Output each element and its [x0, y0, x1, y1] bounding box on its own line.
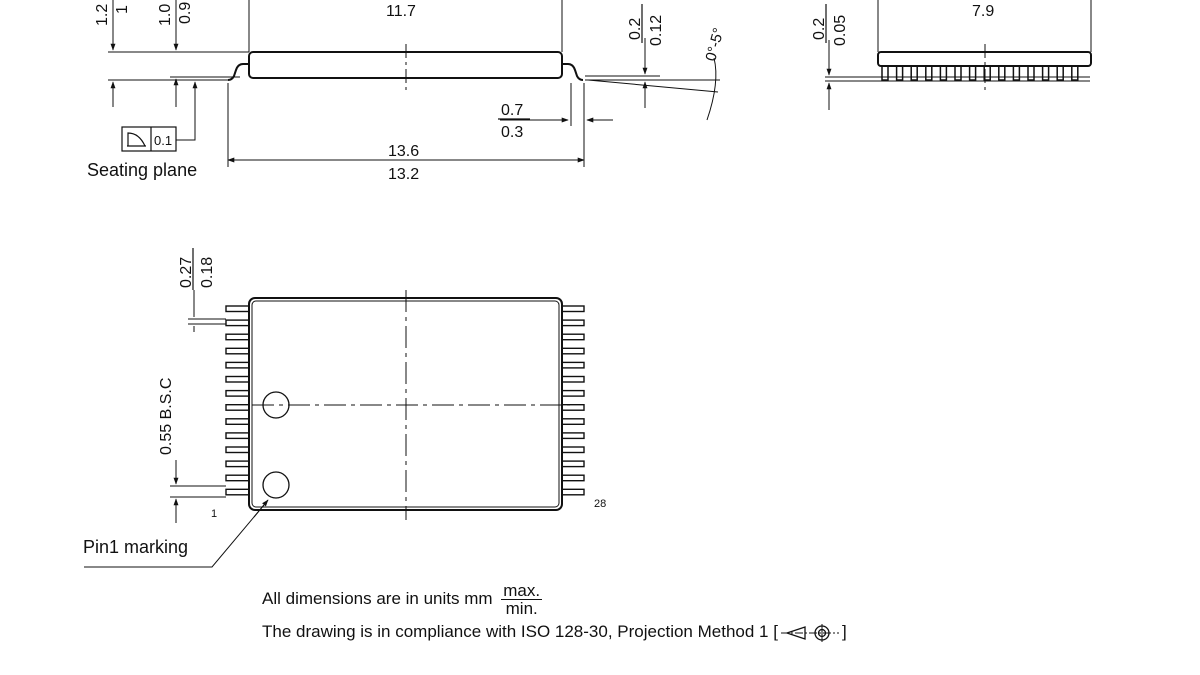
dim-lead-width-min: 0.18 — [199, 257, 216, 288]
standard-note-text: The drawing is in compliance with ISO 12… — [262, 622, 778, 641]
lead-right — [560, 418, 585, 425]
pin-number-first: 1 — [211, 508, 217, 520]
end-view-leads — [881, 66, 1079, 81]
lead-right — [560, 347, 585, 355]
dim-arc-lead-angle — [706, 57, 717, 121]
lead-right — [560, 446, 585, 454]
top-view-leads-left — [225, 305, 251, 496]
top-view — [84, 290, 585, 568]
units-fraction: max. min. — [501, 581, 543, 618]
end-view — [825, 0, 1092, 110]
side-view-lead-left — [227, 63, 249, 81]
standard-note-end: ] — [841, 622, 847, 641]
lead-left — [225, 389, 251, 397]
end-lead — [910, 66, 918, 81]
lead-right — [560, 404, 585, 411]
dim-height-overall-max: 1.2 — [94, 4, 111, 26]
side-view-labels: 1.2 1 1.0 0.9 11.7 0.2 0.12 0°-5° 0.7 0.… — [87, 2, 728, 183]
dim-standoff-max: 0.2 — [627, 18, 644, 40]
end-lead — [983, 66, 991, 81]
end-view-labels: 7.9 0.2 0.05 — [811, 3, 994, 46]
dim-height-body-max: 1.0 — [157, 4, 174, 26]
lead-left — [225, 333, 251, 341]
end-lead — [1071, 66, 1079, 81]
lead-right — [560, 375, 585, 383]
lead-left — [225, 488, 251, 496]
end-lead — [939, 66, 948, 81]
lead-right — [560, 488, 585, 496]
lead-left — [225, 446, 251, 454]
lead-right — [560, 333, 585, 341]
lead-right — [560, 389, 585, 397]
lead-left — [225, 375, 251, 383]
dim-overall-length-min: 13.2 — [388, 166, 419, 183]
end-lead — [968, 66, 977, 81]
dim-height-overall-min: 1 — [114, 5, 131, 14]
end-lead — [895, 66, 904, 81]
end-lead — [1041, 66, 1050, 81]
dim-overall-length-max: 13.6 — [388, 143, 419, 160]
flatness-symbol-icon — [127, 132, 146, 147]
dim-pitch: 0.55 B.S.C — [158, 378, 175, 455]
lead-left — [225, 460, 251, 468]
lead-right — [560, 460, 585, 468]
lead-right — [560, 319, 585, 327]
lead-left — [225, 418, 251, 425]
standard-note: The drawing is in compliance with ISO 12… — [262, 622, 847, 643]
side-view — [108, 0, 720, 167]
dim-body-width: 7.9 — [972, 3, 994, 20]
end-lead — [925, 66, 933, 81]
end-lead — [998, 66, 1006, 81]
end-lead — [1012, 66, 1021, 81]
lead-right — [560, 305, 585, 313]
end-lead — [1027, 66, 1035, 81]
pin1-marking-dot — [262, 471, 290, 499]
lead-left — [225, 319, 251, 327]
dim-body-length: 11.7 — [386, 3, 416, 20]
units-max: max. — [501, 581, 543, 600]
dim-end-standoff-max: 0.2 — [811, 18, 828, 40]
lead-right — [560, 361, 585, 369]
top-view-labels: 0.27 0.18 0.55 B.S.C 1 28 Pin1 marking — [83, 248, 606, 557]
lead-right — [560, 432, 585, 440]
dim-lead-length-min: 0.3 — [501, 124, 523, 141]
dim-lead-length-max: 0.7 — [501, 102, 523, 119]
top-view-leads-right — [560, 305, 585, 496]
units-min: min. — [505, 599, 538, 618]
pin1-marking-label: Pin1 marking — [83, 537, 188, 557]
dim-height-body-min: 0.9 — [177, 2, 194, 24]
lead-left — [225, 474, 251, 482]
end-lead — [881, 66, 889, 81]
lead-left — [225, 347, 251, 355]
ejector-pin-mark — [262, 391, 290, 419]
lead-left — [225, 404, 251, 411]
side-view-lead-right — [562, 63, 584, 81]
pin1-leader-line — [84, 504, 265, 568]
end-lead — [1056, 66, 1064, 81]
dim-standoff-min: 0.12 — [648, 15, 665, 46]
units-note: All dimensions are in units mm max. min. — [262, 581, 543, 618]
seating-plane-label: Seating plane — [87, 160, 197, 180]
lead-left — [225, 361, 251, 369]
coplanarity-value: 0.1 — [154, 133, 172, 148]
lead-right — [560, 474, 585, 482]
dim-lead-angle: 0°-5° — [702, 26, 727, 63]
coplanarity-frame: 0.1 — [121, 126, 177, 152]
lead-left — [225, 305, 251, 313]
dim-lead-width-max: 0.27 — [178, 257, 195, 288]
dim-end-standoff-min: 0.05 — [832, 15, 849, 46]
units-note-text: All dimensions are in units mm — [262, 588, 493, 608]
pin-number-last: 28 — [594, 498, 606, 510]
end-lead — [954, 66, 962, 81]
first-angle-projection-icon — [780, 623, 839, 642]
lead-left — [225, 432, 251, 440]
